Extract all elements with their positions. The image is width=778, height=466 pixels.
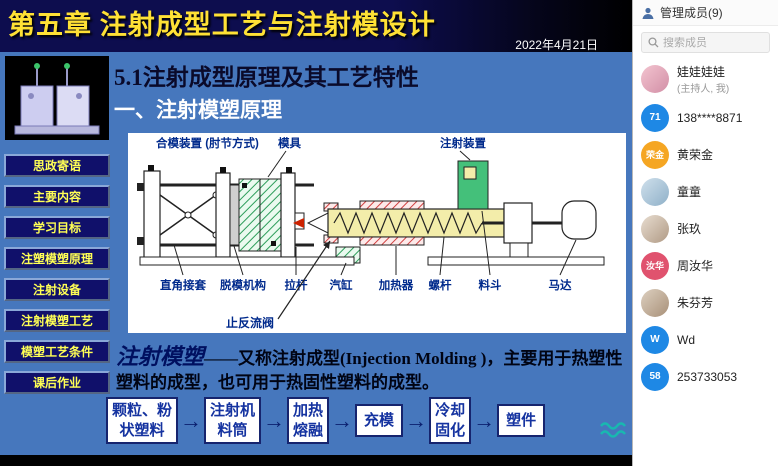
subsection-title: 一、注射模塑原理 bbox=[114, 98, 282, 122]
member-row[interactable]: 71 138****8871 bbox=[633, 99, 778, 136]
diagram-label-mold: 模具 bbox=[278, 136, 301, 150]
injection-machine-diagram: 合模装置 (肘节方式) 模具 注射装置 bbox=[137, 136, 605, 330]
definition-paragraph: 注射模塑——又称注射成型(Injection Molding )，主要用于热塑性… bbox=[116, 342, 628, 395]
flow-arrow-icon: → bbox=[180, 407, 203, 433]
presentation-slide: 第五章 注射成型工艺与注射模设计 2022年4月21日 bbox=[0, 0, 632, 466]
diagram-label-check-valve: 止反流阀 bbox=[226, 315, 274, 330]
members-panel-header: 管理成员(9) bbox=[633, 0, 778, 26]
member-avatar: 58 bbox=[641, 362, 669, 391]
member-avatar bbox=[641, 65, 669, 93]
member-row[interactable]: 汝华周汝华 bbox=[633, 247, 778, 284]
diagram-label-tie-bar: 拉杆 bbox=[285, 278, 308, 292]
member-avatar: 汝华 bbox=[641, 251, 669, 280]
chapter-title: 第五章 注射成型工艺与注射模设计 bbox=[8, 10, 436, 40]
flow-arrow-icon: → bbox=[331, 407, 354, 433]
member-name: Wd bbox=[677, 332, 695, 347]
search-icon bbox=[648, 37, 659, 48]
flow-arrow-icon: → bbox=[473, 407, 496, 433]
mold-thumbnail-image bbox=[5, 56, 109, 140]
member-name: 张玖 bbox=[677, 222, 702, 236]
member-row[interactable]: 娃娃娃娃 (主持人, 我) bbox=[633, 59, 778, 99]
member-row[interactable]: 荣金黄荣金 bbox=[633, 136, 778, 173]
flow-arrow-icon: → bbox=[405, 407, 428, 433]
member-subtitle: (主持人, 我) bbox=[677, 84, 730, 95]
slide-nav-button[interactable]: 注塑模塑原理 bbox=[4, 247, 110, 270]
member-row[interactable]: W Wd bbox=[633, 321, 778, 358]
flow-step: 颗粒、粉状塑料 bbox=[106, 397, 179, 444]
diagram-label-heater: 加热器 bbox=[378, 278, 414, 292]
diagram-label-clamp: 合模装置 (肘节方式) bbox=[156, 136, 259, 150]
member-name: 周汝华 bbox=[677, 259, 714, 273]
slide-bottom-bar bbox=[0, 455, 632, 466]
definition-term: 注射模塑 bbox=[116, 344, 205, 369]
diagram-label-angle-sleeve: 直角接套 bbox=[160, 278, 206, 292]
members-icon bbox=[642, 7, 654, 19]
wave-decoration bbox=[600, 422, 626, 438]
member-name: 娃娃娃娃 bbox=[677, 65, 726, 79]
diagram-panel: 合模装置 (肘节方式) 模具 注射装置 bbox=[128, 133, 626, 333]
flow-chart: 颗粒、粉状塑料→注射机料筒→加热熔融→充模→冷却固化→塑件 bbox=[106, 397, 630, 444]
diagram-label-screw: 螺杆 bbox=[429, 278, 452, 292]
member-row[interactable]: 童童 bbox=[633, 173, 778, 210]
member-avatar: 荣金 bbox=[641, 140, 669, 169]
member-name: 童童 bbox=[677, 185, 702, 199]
diagram-label-injection: 注射装置 bbox=[440, 136, 486, 150]
diagram-label-cylinder: 汽缸 bbox=[330, 278, 353, 292]
flow-step: 注射机料筒 bbox=[204, 397, 262, 444]
slide-nav-button[interactable]: 思政寄语 bbox=[4, 154, 110, 177]
member-avatar: W bbox=[641, 325, 669, 354]
diagram-label-hopper: 料斗 bbox=[479, 278, 502, 292]
member-avatar bbox=[641, 177, 669, 206]
slide-date: 2022年4月21日 bbox=[515, 38, 598, 52]
flow-step: 塑件 bbox=[497, 403, 546, 438]
member-avatar bbox=[641, 288, 669, 317]
flow-arrow-icon: → bbox=[263, 407, 286, 433]
member-name: 138****8871 bbox=[677, 110, 743, 125]
member-avatar bbox=[641, 214, 669, 243]
members-panel-title: 管理成员(9) bbox=[660, 6, 723, 20]
member-name: 朱芬芳 bbox=[677, 296, 714, 310]
diagram-label-ejector: 脱模机构 bbox=[220, 278, 266, 292]
member-row[interactable]: 朱芬芳 bbox=[633, 284, 778, 321]
section-title: 5.1注射成型原理及其工艺特性 bbox=[114, 65, 419, 90]
slide-nav-button[interactable]: 学习目标 bbox=[4, 216, 110, 239]
slide-title-bar: 第五章 注射成型工艺与注射模设计 2022年4月21日 bbox=[0, 0, 632, 52]
slide-nav-button[interactable]: 课后作业 bbox=[4, 371, 110, 394]
flow-step: 加热熔融 bbox=[287, 397, 330, 444]
members-panel: 管理成员(9) 娃娃娃娃 (主持人, 我) 71 138****8871 荣金黄荣金童童… bbox=[632, 0, 778, 466]
flow-step: 冷却固化 bbox=[429, 397, 472, 444]
member-search-input[interactable] bbox=[663, 36, 763, 49]
slide-nav-button[interactable]: 注射模塑工艺 bbox=[4, 309, 110, 332]
slide-content: 5.1注射成型原理及其工艺特性 一、注射模塑原理 思政寄语主要内容学习目标注塑模… bbox=[0, 52, 632, 455]
slide-nav: 思政寄语主要内容学习目标注塑模塑原理注射设备注射模塑工艺模塑工艺条件课后作业 bbox=[4, 154, 110, 394]
member-row[interactable]: 58 253733053 bbox=[633, 358, 778, 395]
flow-step: 充模 bbox=[355, 403, 404, 438]
member-list: 娃娃娃娃 (主持人, 我) 71 138****8871 荣金黄荣金童童张玖汝华周汝华朱… bbox=[633, 57, 778, 466]
member-name: 253733053 bbox=[677, 369, 738, 384]
member-name: 黄荣金 bbox=[677, 148, 714, 162]
member-row[interactable]: 张玖 bbox=[633, 210, 778, 247]
diagram-label-motor: 马达 bbox=[549, 278, 572, 292]
slide-nav-button[interactable]: 主要内容 bbox=[4, 185, 110, 208]
slide-nav-button[interactable]: 注射设备 bbox=[4, 278, 110, 301]
slide-nav-button[interactable]: 模塑工艺条件 bbox=[4, 340, 110, 363]
member-search-box[interactable] bbox=[641, 32, 770, 53]
definition-body: ——又称注射成型(Injection Molding )，主要用于热塑性塑料的成… bbox=[116, 349, 623, 392]
member-avatar: 71 bbox=[641, 103, 669, 132]
